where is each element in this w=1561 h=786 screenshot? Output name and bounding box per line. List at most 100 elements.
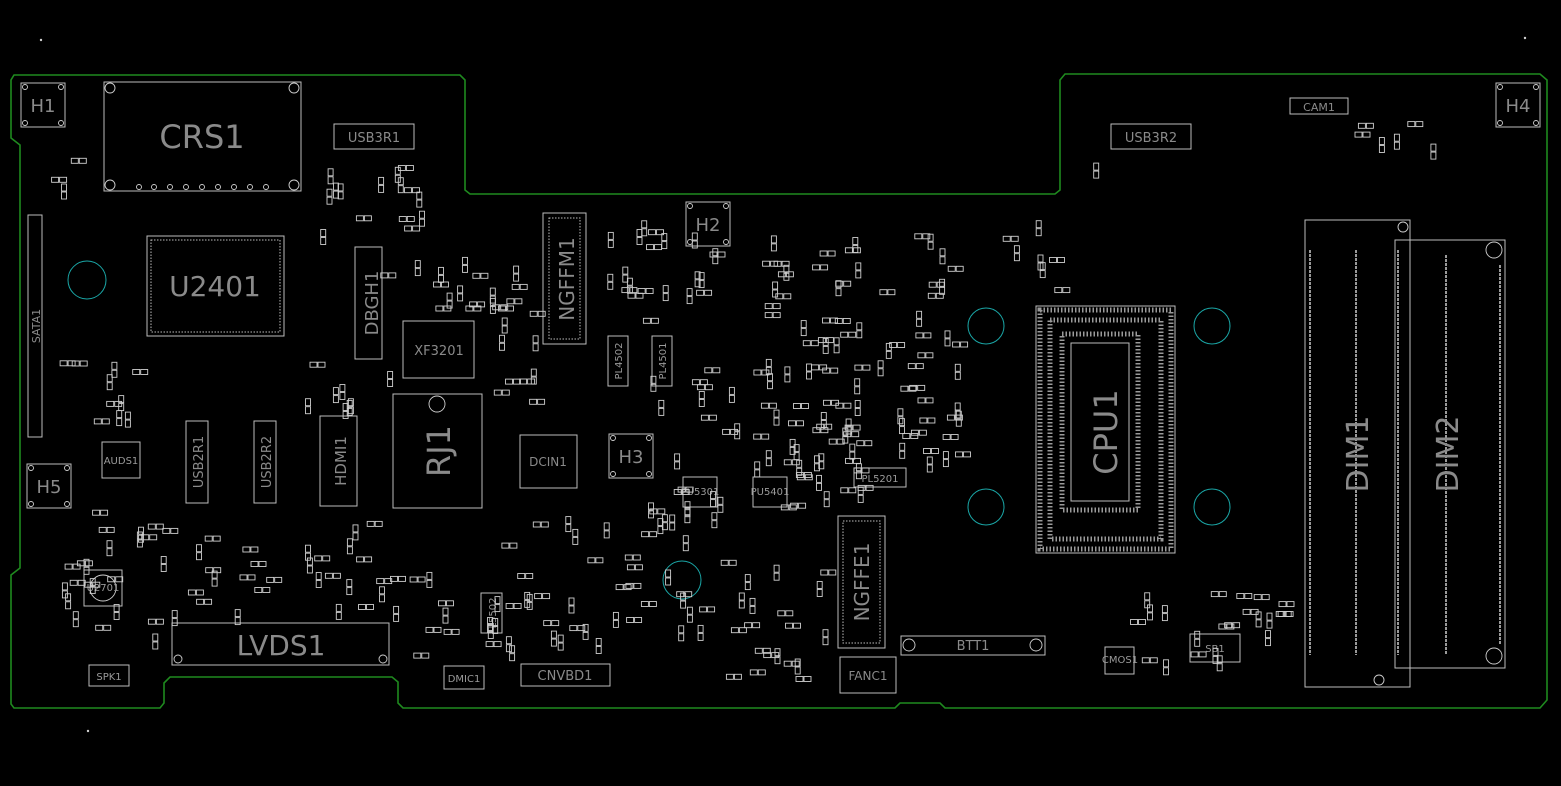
smd-footprint bbox=[607, 231, 614, 248]
smd-footprint bbox=[1354, 131, 1371, 138]
smd-footprint bbox=[642, 317, 659, 324]
smd-footprint bbox=[696, 384, 713, 391]
label-pl4501: PL4501 bbox=[658, 342, 669, 379]
label-cmos1: CMOS1 bbox=[1102, 655, 1138, 666]
smd-footprint bbox=[843, 431, 860, 438]
smd-footprint bbox=[171, 610, 178, 627]
smd-footprint bbox=[239, 574, 256, 581]
smd-footprint bbox=[51, 176, 68, 183]
smd-footprint bbox=[944, 330, 951, 347]
smd-footprint bbox=[205, 567, 222, 574]
component-xf3201[interactable]: XF3201 bbox=[402, 320, 475, 379]
smd-footprint bbox=[657, 518, 664, 535]
smd-footprint bbox=[897, 408, 904, 425]
smd-footprint bbox=[530, 368, 537, 385]
component-dcin1[interactable]: DCIN1 bbox=[519, 434, 578, 489]
smd-footprint bbox=[820, 569, 837, 576]
smd-footprint bbox=[1357, 122, 1374, 129]
component-dim2[interactable]: DIM2 bbox=[1394, 239, 1506, 669]
smd-footprint bbox=[1194, 630, 1201, 647]
component-h4[interactable]: H4 bbox=[1495, 82, 1541, 128]
smd-footprint bbox=[774, 648, 781, 665]
smd-footprint bbox=[773, 564, 780, 581]
component-h1[interactable]: H1 bbox=[20, 82, 66, 128]
component-ngffe1[interactable]: NGFFE1 bbox=[837, 515, 886, 649]
label-sb1: SB1 bbox=[1205, 644, 1225, 655]
smd-footprint bbox=[234, 609, 241, 626]
component-u2401[interactable]: U2401 bbox=[146, 235, 285, 337]
component-crs1[interactable]: CRS1 bbox=[103, 81, 302, 192]
smd-footprint bbox=[764, 303, 781, 310]
smd-footprint bbox=[749, 669, 766, 676]
smd-footprint bbox=[376, 578, 393, 585]
component-rj1[interactable]: RJ1 bbox=[392, 393, 483, 509]
smd-footprint bbox=[927, 233, 934, 250]
smd-footprint bbox=[426, 571, 433, 588]
smd-footprint bbox=[823, 399, 839, 406]
component-dim1[interactable]: DIM1 bbox=[1304, 219, 1411, 688]
smd-footprint bbox=[1049, 257, 1065, 263]
component-usb3r2[interactable]: USB3R2 bbox=[1110, 123, 1192, 150]
smd-footprint bbox=[326, 188, 333, 205]
smd-footprint bbox=[141, 534, 158, 541]
smd-footprint bbox=[835, 280, 852, 287]
label-dcin1: DCIN1 bbox=[529, 455, 567, 469]
component-u2701[interactable]: U2701 bbox=[83, 569, 123, 607]
component-cam1[interactable]: CAM1 bbox=[1289, 97, 1349, 115]
smd-footprint bbox=[397, 177, 404, 194]
smd-footprint bbox=[1130, 619, 1146, 625]
component-pl5201[interactable]: PL5201 bbox=[853, 467, 907, 488]
component-pl4501[interactable]: PL4501 bbox=[651, 335, 673, 387]
component-hdmi1[interactable]: HDMI1 bbox=[319, 415, 358, 507]
smd-footprint bbox=[607, 273, 614, 290]
smd-footprint bbox=[812, 264, 829, 271]
component-pu5401[interactable]: PU5401 bbox=[751, 476, 790, 508]
component-fanc1[interactable]: FANC1 bbox=[839, 656, 897, 694]
smd-footprint bbox=[855, 262, 862, 279]
component-usb2r2[interactable]: USB2R2 bbox=[253, 420, 277, 504]
component-h2[interactable]: H2 bbox=[685, 201, 731, 247]
component-dbgh1[interactable]: DBGH1 bbox=[354, 246, 383, 360]
smd-footprint bbox=[662, 285, 669, 302]
smd-footprint bbox=[1054, 287, 1071, 294]
label-usb2r1: USB2R1 bbox=[192, 436, 207, 488]
smd-footprint bbox=[529, 310, 546, 317]
smd-footprint bbox=[550, 630, 557, 647]
component-sata1[interactable]: SATA1 bbox=[27, 214, 43, 438]
smd-footprint bbox=[160, 556, 167, 572]
component-cpu1[interactable]: CPU1 bbox=[1035, 305, 1176, 554]
component-h5[interactable]: H5 bbox=[26, 463, 72, 509]
smd-footprint bbox=[64, 563, 81, 570]
label-lvds1: LVDS1 bbox=[237, 629, 326, 662]
component-l5502[interactable]: L5502 bbox=[480, 592, 503, 634]
component-cmos1[interactable]: CMOS1 bbox=[1102, 646, 1138, 675]
component-spk1[interactable]: SPK1 bbox=[88, 664, 130, 687]
component-usb2r1[interactable]: USB2R1 bbox=[185, 420, 209, 504]
passive-components bbox=[51, 121, 1437, 682]
smd-footprint bbox=[1266, 612, 1273, 629]
smd-footprint bbox=[744, 574, 751, 591]
smd-footprint bbox=[306, 557, 313, 574]
component-dmic1[interactable]: DMIC1 bbox=[443, 665, 485, 690]
component-pl4502[interactable]: PL4502 bbox=[607, 335, 629, 387]
smd-footprint bbox=[939, 248, 946, 265]
component-usb3r1[interactable]: USB3R1 bbox=[333, 123, 415, 150]
smd-footprint bbox=[1378, 137, 1385, 153]
smd-footprint bbox=[775, 293, 792, 300]
label-hdmi1: HDMI1 bbox=[332, 436, 350, 486]
component-auds1[interactable]: AUDS1 bbox=[101, 441, 141, 479]
component-ngffm1[interactable]: NGFFM1 bbox=[542, 212, 587, 345]
component-cnvbd1[interactable]: CNVBD1 bbox=[520, 663, 611, 687]
smd-footprint bbox=[785, 622, 801, 629]
component-h3[interactable]: H3 bbox=[608, 433, 654, 479]
smd-footprint bbox=[492, 304, 509, 311]
smd-footprint bbox=[885, 342, 892, 359]
smd-footprint bbox=[70, 157, 87, 164]
smd-footprint bbox=[822, 317, 838, 324]
component-btt1[interactable]: BTT1 bbox=[900, 635, 1046, 656]
smd-footprint bbox=[529, 398, 546, 405]
component-lvds1[interactable]: LVDS1 bbox=[171, 622, 390, 666]
smd-footprint bbox=[489, 287, 496, 304]
smd-footprint bbox=[754, 461, 761, 478]
component-sb1[interactable]: SB1 bbox=[1189, 633, 1241, 663]
